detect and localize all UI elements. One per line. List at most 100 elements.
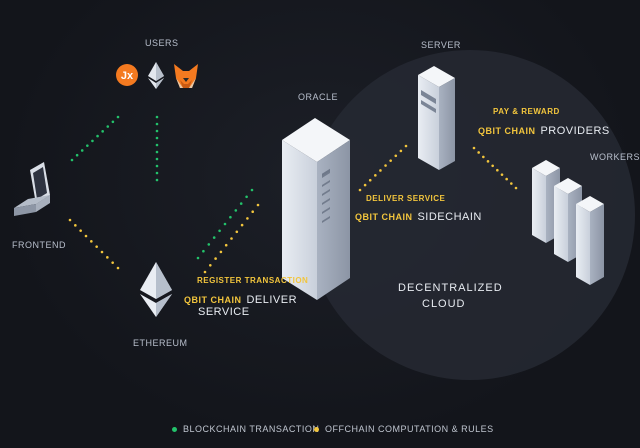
connection-dot bbox=[101, 130, 104, 133]
connection-server-workers bbox=[472, 146, 518, 190]
legend-offchain: OFFCHAIN COMPUTATION & RULES bbox=[314, 424, 494, 434]
server-vent bbox=[322, 216, 330, 223]
legend-blockchain: BLOCKCHAIN TRANSACTION bbox=[172, 424, 319, 434]
connection-dot bbox=[84, 234, 88, 238]
users-label: USERS bbox=[145, 38, 179, 48]
connection-dot bbox=[95, 245, 98, 248]
connection-users-frontend bbox=[70, 115, 120, 162]
connection-dot bbox=[100, 250, 104, 254]
decentralized-label: DECENTRALIZED bbox=[398, 282, 503, 294]
qbit-chain-label: QBIT CHAIN bbox=[478, 126, 536, 136]
connection-dot bbox=[235, 230, 239, 234]
connection-dot bbox=[106, 256, 109, 259]
connection-dot bbox=[223, 222, 227, 226]
laptop-icon bbox=[14, 162, 50, 216]
connection-dot bbox=[363, 183, 367, 187]
connection-dot bbox=[111, 261, 114, 264]
connection-dot bbox=[510, 182, 513, 185]
connection-dot bbox=[251, 210, 254, 213]
connection-dot bbox=[240, 223, 244, 227]
connection-dot bbox=[482, 155, 485, 159]
ethereum-icon bbox=[148, 62, 164, 89]
metamask-fox-icon bbox=[174, 64, 198, 88]
connection-dot bbox=[86, 144, 89, 147]
connection-dot bbox=[212, 236, 216, 239]
connection-dot bbox=[218, 229, 221, 233]
connection-dot bbox=[155, 143, 159, 147]
connection-dot bbox=[207, 243, 211, 246]
qbit-chain-label: QBIT CHAIN bbox=[184, 295, 242, 305]
connection-dot bbox=[250, 188, 254, 192]
connection-dot bbox=[96, 134, 99, 138]
connection-dot bbox=[229, 215, 232, 219]
connection-dot bbox=[155, 171, 159, 175]
qbit-chain-label: QBIT CHAIN bbox=[355, 212, 413, 222]
server-vent bbox=[322, 180, 330, 187]
connection-dot bbox=[91, 139, 94, 143]
connection-dot bbox=[245, 195, 248, 199]
workers-label: WORKERS bbox=[590, 152, 640, 162]
connection-dot bbox=[155, 150, 159, 154]
connection-dot bbox=[214, 257, 217, 260]
connection-dot bbox=[389, 159, 392, 162]
connection-dot bbox=[505, 177, 508, 181]
yellow-dot-icon bbox=[314, 427, 319, 433]
connection-dot bbox=[256, 203, 260, 207]
connection-dot bbox=[472, 146, 476, 150]
connection-dot bbox=[155, 115, 159, 119]
connection-dot bbox=[68, 218, 72, 222]
server-vent bbox=[322, 207, 330, 214]
decentralized-cloud-circle bbox=[305, 50, 635, 380]
connection-dot bbox=[224, 243, 228, 247]
connection-dot bbox=[374, 174, 377, 177]
connection-dot bbox=[90, 240, 93, 243]
connection-users-ethereum bbox=[155, 115, 159, 182]
jx-icon: Jx bbox=[116, 64, 138, 86]
connection-dot bbox=[491, 164, 494, 168]
connection-dot bbox=[358, 188, 362, 192]
connection-dot bbox=[106, 125, 110, 128]
connection-dot bbox=[155, 129, 159, 133]
oracle-server-icon bbox=[282, 118, 350, 300]
register-transaction-label: REGISTER TRANSACTION bbox=[197, 276, 309, 285]
connection-dot bbox=[70, 158, 74, 162]
connection-ethereum-oracle-yellow bbox=[203, 203, 260, 274]
oracle-label: ORACLE bbox=[298, 92, 339, 102]
pay-reward-label: PAY & REWARD bbox=[493, 107, 560, 116]
connection-dot bbox=[246, 217, 249, 220]
connection-dot bbox=[155, 122, 159, 126]
connection-dot bbox=[75, 153, 79, 157]
connection-dot bbox=[155, 164, 159, 168]
connection-dot bbox=[384, 164, 387, 167]
ethereum-logo-icon bbox=[140, 262, 172, 317]
connection-dot bbox=[116, 266, 120, 270]
connection-dot bbox=[404, 144, 408, 148]
connection-dot bbox=[219, 250, 223, 254]
connection-dot bbox=[477, 151, 480, 154]
connection-dot bbox=[496, 168, 499, 172]
deliver-label: DELIVER bbox=[246, 294, 298, 306]
connection-dot bbox=[116, 115, 120, 119]
connection-dot bbox=[379, 169, 382, 172]
server-label: SERVER bbox=[421, 40, 461, 50]
oracle-server-vents bbox=[322, 171, 330, 223]
sidechain-label: SIDECHAIN bbox=[417, 211, 482, 223]
connection-dot bbox=[209, 264, 212, 267]
ethereum-label: ETHEREUM bbox=[133, 338, 188, 348]
connection-dot bbox=[74, 224, 77, 227]
connection-dot bbox=[155, 157, 159, 161]
connection-dot bbox=[202, 249, 205, 253]
connection-dot bbox=[203, 270, 207, 274]
connection-dot bbox=[239, 202, 243, 205]
connection-dot bbox=[394, 154, 398, 158]
connection-dot bbox=[514, 186, 518, 190]
connection-dot bbox=[500, 173, 504, 176]
svg-text:Jx: Jx bbox=[121, 70, 134, 82]
connection-dot bbox=[155, 136, 159, 140]
legend-offchain-label: OFFCHAIN COMPUTATION & RULES bbox=[325, 424, 494, 434]
qbit-sidechain-line: QBIT CHAIN SIDECHAIN bbox=[355, 207, 482, 225]
server-vent bbox=[322, 189, 330, 196]
connection-dot bbox=[368, 178, 372, 182]
service-label: SERVICE bbox=[198, 306, 250, 318]
